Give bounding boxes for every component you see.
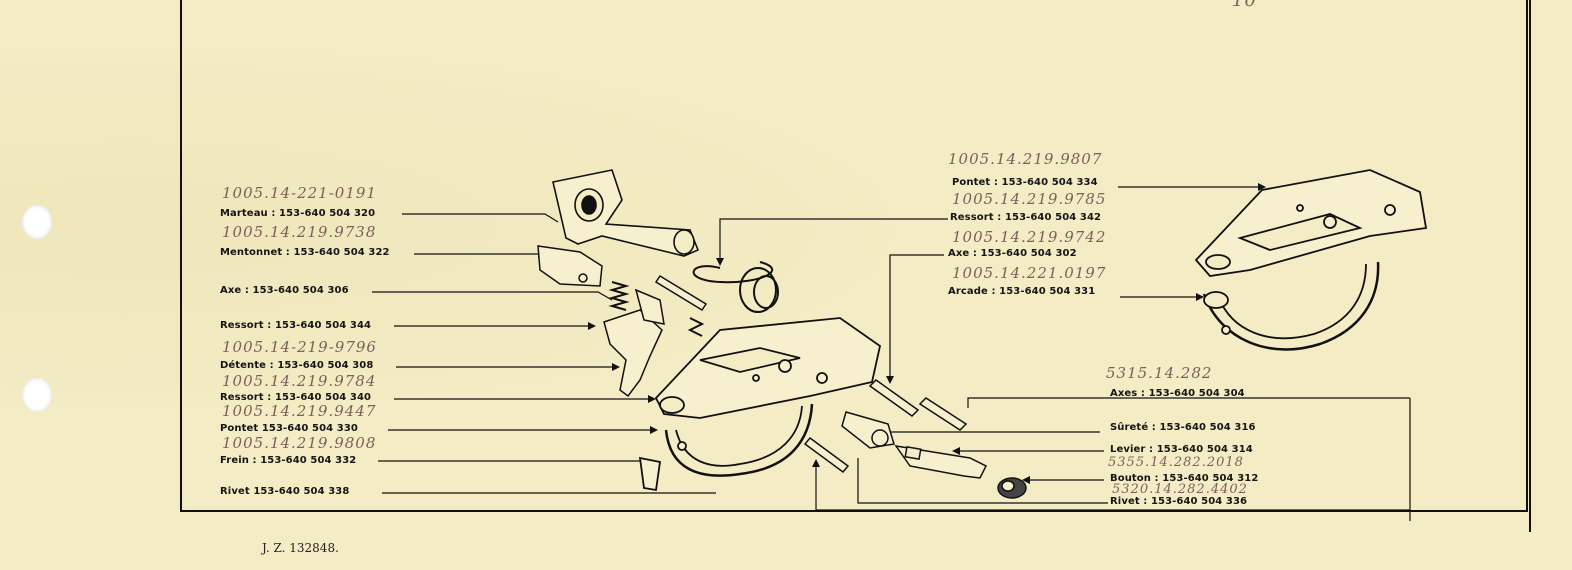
right-trigger-guard (1194, 169, 1428, 351)
handwritten-pontet-right: 1005.14.219.9807 (948, 150, 1103, 168)
label-ressort-2: Ressort : 153-640 504 340 (220, 392, 372, 403)
label-rivet-right: Rivet : 153-640 504 336 (1110, 496, 1248, 507)
pin-parts (654, 274, 968, 474)
handwritten-levier: 5355.14.282.2018 (1108, 455, 1244, 470)
handwritten-frein: 1005.14.219.9808 (222, 434, 377, 452)
leader-axe-right (889, 254, 944, 376)
hammer-part (552, 169, 700, 257)
handwritten-axe-right: 1005.14.219.9742 (952, 228, 1107, 246)
label-pontet-left: Pontet 153-640 504 330 (220, 423, 358, 434)
trigger-part (603, 288, 665, 398)
label-detente: Détente : 153-640 504 308 (220, 360, 374, 371)
handwritten-mentonnet: 1005.14.219.9738 (222, 223, 377, 241)
spring-parts (608, 261, 779, 337)
handwritten-axes: 5315.14.282 (1106, 364, 1213, 382)
label-pontet-right: Pontet : 153-640 504 334 (952, 177, 1098, 188)
label-frein: Frein : 153-640 504 332 (220, 455, 357, 466)
handwritten-bouton: 5320.14.282.4402 (1112, 482, 1248, 497)
safety-parts (841, 411, 1027, 499)
label-ressort-right: Ressort : 153-640 504 342 (950, 212, 1102, 223)
handwritten-ressort-2: 1005.14.219.9784 (222, 372, 377, 390)
trigger-guard-body (638, 317, 882, 492)
leader-axe-left (372, 291, 613, 301)
label-marteau: Marteau : 153-640 504 320 (220, 208, 376, 219)
drawing-frame (180, 0, 1528, 512)
punch-hole-top (22, 205, 52, 239)
label-surete: Sûreté : 153-640 504 316 (1110, 422, 1256, 433)
leader-marteau (402, 213, 559, 223)
frame-outer-edge (1529, 0, 1531, 532)
handwritten-ressort-right: 1005.14.219.9785 (952, 190, 1107, 208)
label-bouton: Bouton : 153-640 504 312 (1110, 473, 1259, 484)
document-reference: J. Z. 132848. (262, 541, 339, 555)
handwritten-arcade: 1005.14.221.0197 (952, 264, 1107, 282)
label-axes: Axes : 153-640 504 304 (1110, 388, 1245, 399)
label-axe-left: Axe : 153-640 504 306 (220, 285, 349, 296)
mentonnet-part (537, 245, 603, 287)
label-mentonnet: Mentonnet : 153-640 504 322 (220, 247, 390, 258)
handwritten-detente: 1005.14-219-9796 (222, 338, 377, 356)
handwritten-marteau: 1005.14-221-0191 (222, 184, 377, 202)
punch-hole-bottom (22, 378, 52, 412)
leader-ressort-right (719, 218, 948, 258)
label-arcade: Arcade : 153-640 504 331 (948, 286, 1096, 297)
label-rivet-left: Rivet 153-640 504 338 (220, 486, 350, 497)
leader-rivet-right (857, 458, 1108, 504)
label-axe-right: Axe : 153-640 504 302 (948, 248, 1077, 259)
handwritten-pontet-left: 1005.14.219.9447 (222, 402, 377, 420)
label-levier: Levier : 153-640 504 314 (1110, 444, 1253, 455)
label-ressort-left: Ressort : 153-640 504 344 (220, 320, 372, 331)
top-handwritten-note: 10 (1232, 0, 1257, 11)
